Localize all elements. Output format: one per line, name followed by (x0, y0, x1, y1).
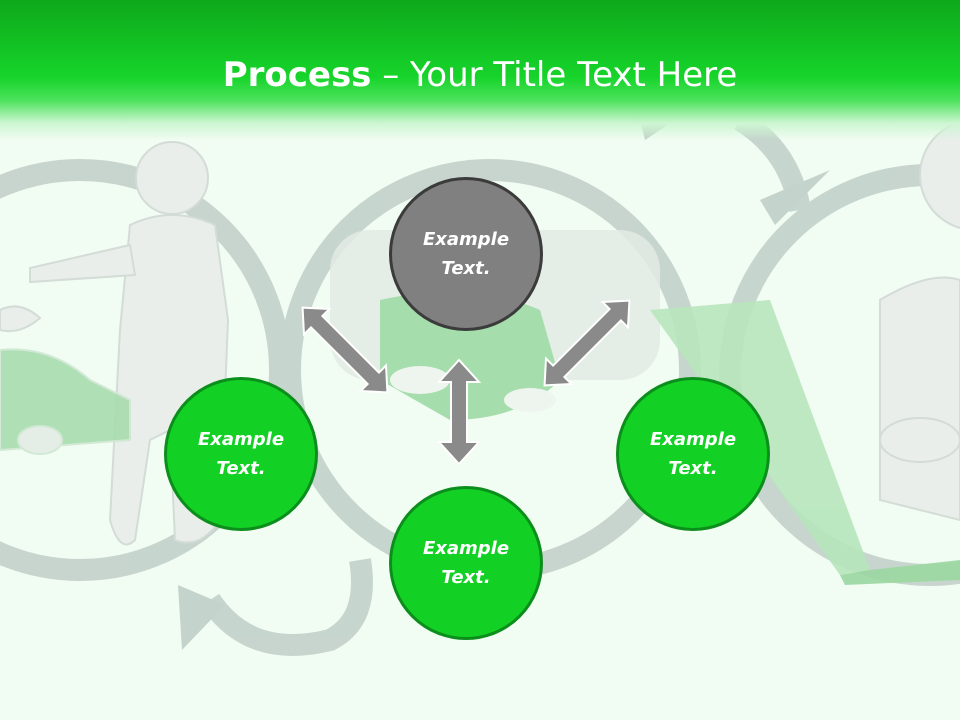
slide-title: Process – Your Title Text Here (0, 52, 960, 98)
double-arrow-right (543, 299, 631, 387)
person-figure-right (879, 121, 960, 522)
double-arrow-left (301, 306, 389, 394)
car-illustration-left (0, 348, 131, 455)
title-bold: Process (222, 55, 372, 95)
double-arrow-bottom (436, 358, 482, 466)
header-band (0, 0, 960, 140)
title-rest: – Your Title Text Here (371, 55, 738, 95)
